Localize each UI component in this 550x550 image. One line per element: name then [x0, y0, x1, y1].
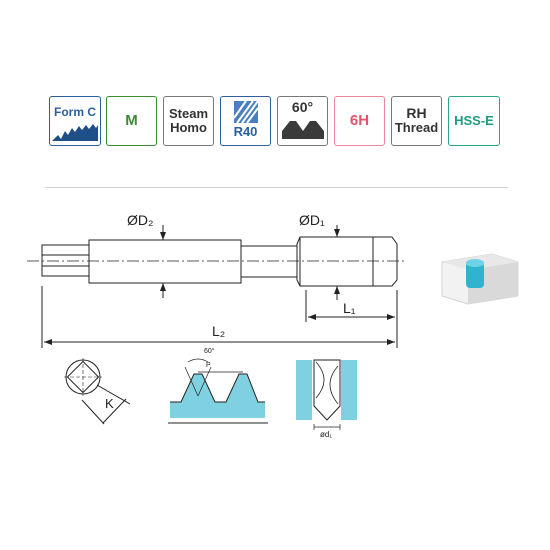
badge-form-c-label: Form C: [54, 105, 96, 119]
badge-metric: M: [106, 96, 157, 146]
tap-thread-section: [296, 236, 398, 287]
drill-section-view: [296, 359, 357, 430]
angle-label: 60°: [204, 348, 215, 355]
thread-profile-view: [168, 358, 268, 424]
badge-tolerance: 6H: [334, 96, 385, 146]
badge-material: HSS-E: [448, 96, 500, 146]
badge-form-c: Form C: [49, 96, 101, 146]
badge-material-label: HSS-E: [454, 113, 494, 128]
badge-thread-angle: 60°: [277, 96, 328, 146]
workpiece-block-illustration: [441, 253, 519, 305]
chamfer-form-icon: [52, 123, 98, 141]
tap-square-end: [41, 244, 90, 277]
square-section-view: [64, 358, 131, 425]
section-divider: [45, 187, 508, 188]
d2-label: ØD₂: [127, 212, 154, 228]
spiral-flute-icon: [232, 100, 259, 124]
feature-badges: Form C M Steam Homo R40 60° 6H RH Thread…: [49, 96, 501, 148]
d1-label: ØD₁: [299, 212, 325, 228]
badge-metric-label: M: [125, 112, 138, 129]
thread-angle-icon: [281, 120, 324, 139]
badge-r40: R40: [220, 96, 271, 146]
badge-r40-label: R40: [233, 124, 258, 139]
pitch-label: P: [206, 362, 211, 369]
badge-tolerance-label: 6H: [349, 112, 370, 129]
badge-rh-thread: RH Thread: [391, 96, 442, 146]
badge-steam-label: Steam: [168, 106, 209, 121]
drill-diameter-label: ød₁: [320, 430, 333, 439]
tap-neck: [240, 245, 298, 278]
badge-thread-label: Thread: [394, 119, 439, 135]
l2-label: L₂: [212, 323, 226, 339]
tap-shank: [88, 239, 242, 284]
badge-steam-homo: Steam Homo: [163, 96, 214, 146]
badge-homo-label: Homo: [170, 119, 207, 135]
k-label: K: [105, 396, 114, 411]
badge-angle-label: 60°: [291, 99, 314, 115]
l1-label: L₁: [343, 300, 356, 316]
badge-rh-label: RH: [406, 105, 427, 121]
